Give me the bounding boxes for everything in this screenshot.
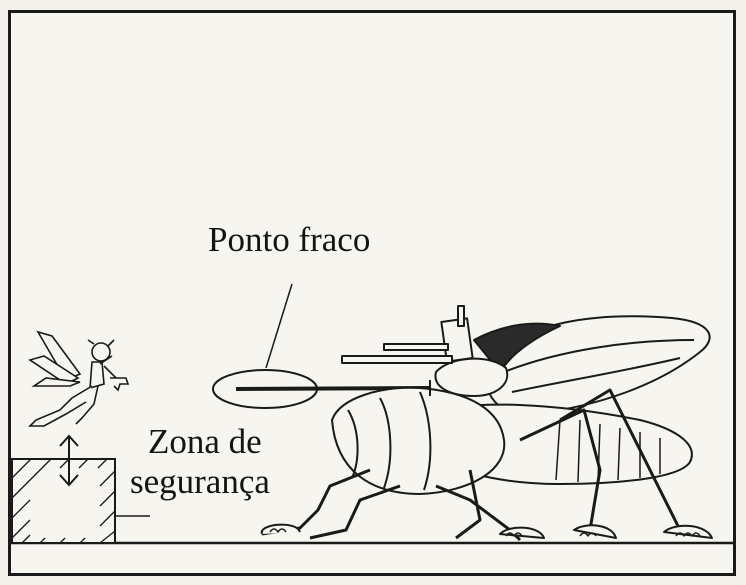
up-down-arrow-icon — [59, 434, 79, 487]
safety-zone-label-line2: segurança — [130, 462, 270, 501]
insect-boss-icon — [260, 305, 713, 542]
safety-zone-label-line1: Zona de — [148, 422, 262, 461]
fairy-player-icon — [28, 330, 130, 427]
weak-point-label: Ponto fraco — [208, 220, 371, 259]
hatched-block-icon — [11, 458, 150, 544]
